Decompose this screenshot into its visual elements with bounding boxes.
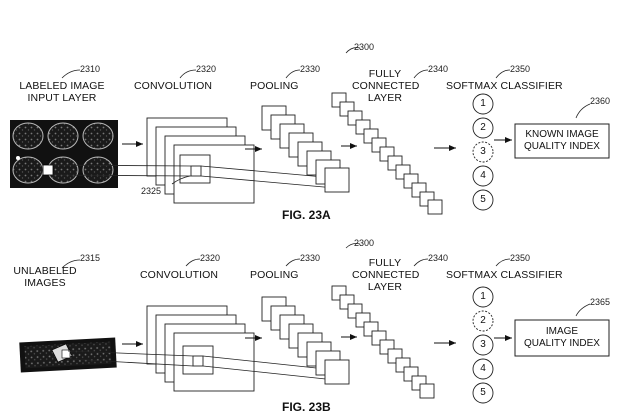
fc-ref-bottom: 2340 [428, 253, 449, 263]
fc-label-line3: LAYER [367, 92, 403, 104]
softmax-label-bottom: SOFTMAX CLASSIFIER [446, 269, 563, 281]
caption-fig-23a: FIG. 23A [282, 208, 331, 222]
class-1-top: 1 [480, 98, 486, 109]
softmax-ref-bottom: 2350 [510, 253, 531, 263]
class-5-top: 5 [480, 194, 486, 205]
fc-label-bottom: FULLY CONNECTED LAYER [352, 257, 420, 293]
output-ref-top: 2360 [590, 96, 611, 106]
output-line1-bottom: IMAGE [545, 326, 579, 337]
input-label-top: LABELED IMAGE INPUT LAYER [8, 80, 116, 104]
pool-ref-bottom: 2330 [300, 253, 321, 263]
conv-ref-top: 2320 [196, 64, 217, 74]
input-label-line2-b: IMAGES [24, 277, 66, 289]
pool-ref-top: 2330 [300, 64, 321, 74]
class-4-bottom: 4 [480, 363, 486, 374]
fully-connected-layer-units-b [331, 285, 435, 399]
class-4-top: 4 [480, 170, 486, 181]
fc-label-line1: FULLY [368, 68, 402, 80]
input-label-bottom: UNLABELED IMAGES [10, 265, 80, 289]
softmax-ref-top: 2350 [510, 64, 531, 74]
unlabeled-image-thumbnail [19, 337, 117, 373]
output-line2-top: QUALITY INDEX [524, 141, 600, 152]
class-2-top: 2 [480, 122, 486, 133]
input-ref-top: 2310 [80, 64, 101, 74]
conv-label-bottom: CONVOLUTION [140, 269, 219, 281]
known-quality-index-box [514, 123, 610, 159]
input-ref-bottom: 2315 [80, 253, 101, 263]
class-3-bottom: 3 [480, 339, 486, 350]
softmax-class-circles [472, 93, 494, 211]
conv-ref-bottom: 2320 [200, 253, 221, 263]
fig-ref-top: 2300 [354, 42, 375, 52]
pooling-feature-maps-b [261, 296, 350, 385]
convolution-feature-maps [146, 117, 255, 204]
output-box-text-top: KNOWN IMAGE QUALITY INDEX [515, 129, 609, 153]
fc-label-line1-b: FULLY [368, 257, 402, 269]
fc-label-line2: CONNECTED [352, 80, 420, 92]
softmax-label-top: SOFTMAX CLASSIFIER [446, 80, 563, 92]
output-line1-top: KNOWN IMAGE [525, 129, 599, 140]
fc-label-line3-b: LAYER [367, 281, 403, 293]
fc-ref-top: 2340 [428, 64, 449, 74]
fig-23a-diagram [10, 47, 610, 215]
pool-label-top: POOLING [250, 80, 299, 92]
pooling-feature-maps [261, 105, 350, 193]
pool-label-bottom: POOLING [250, 269, 299, 281]
labeled-image-input-thumbnails [10, 120, 118, 188]
class-5-bottom: 5 [480, 387, 486, 398]
fully-connected-layer-units [331, 92, 443, 215]
fc-label-top: FULLY CONNECTED LAYER [352, 68, 420, 104]
caption-fig-23b: FIG. 23B [282, 400, 331, 414]
conv-label-top: CONVOLUTION [134, 80, 213, 92]
fig-23b-diagram [19, 243, 610, 404]
kernel-ref-top: 2325 [141, 186, 162, 196]
convolution-feature-maps-b [146, 305, 255, 392]
input-label-line1-b: UNLABELED [13, 265, 77, 277]
class-3-top: 3 [480, 146, 486, 157]
output-box-text-bottom: IMAGE QUALITY INDEX [515, 326, 609, 350]
fc-label-line2-b: CONNECTED [352, 269, 420, 281]
fig-ref-bottom: 2300 [354, 238, 375, 248]
input-label-line2: INPUT LAYER [27, 92, 97, 104]
output-line2-bottom: QUALITY INDEX [524, 338, 600, 349]
softmax-class-circles-b [472, 286, 494, 404]
image-quality-index-box [514, 319, 610, 357]
class-1-bottom: 1 [480, 291, 486, 302]
input-label-line1: LABELED IMAGE [19, 80, 105, 92]
class-2-bottom: 2 [480, 315, 486, 326]
output-ref-bottom: 2365 [590, 297, 611, 307]
